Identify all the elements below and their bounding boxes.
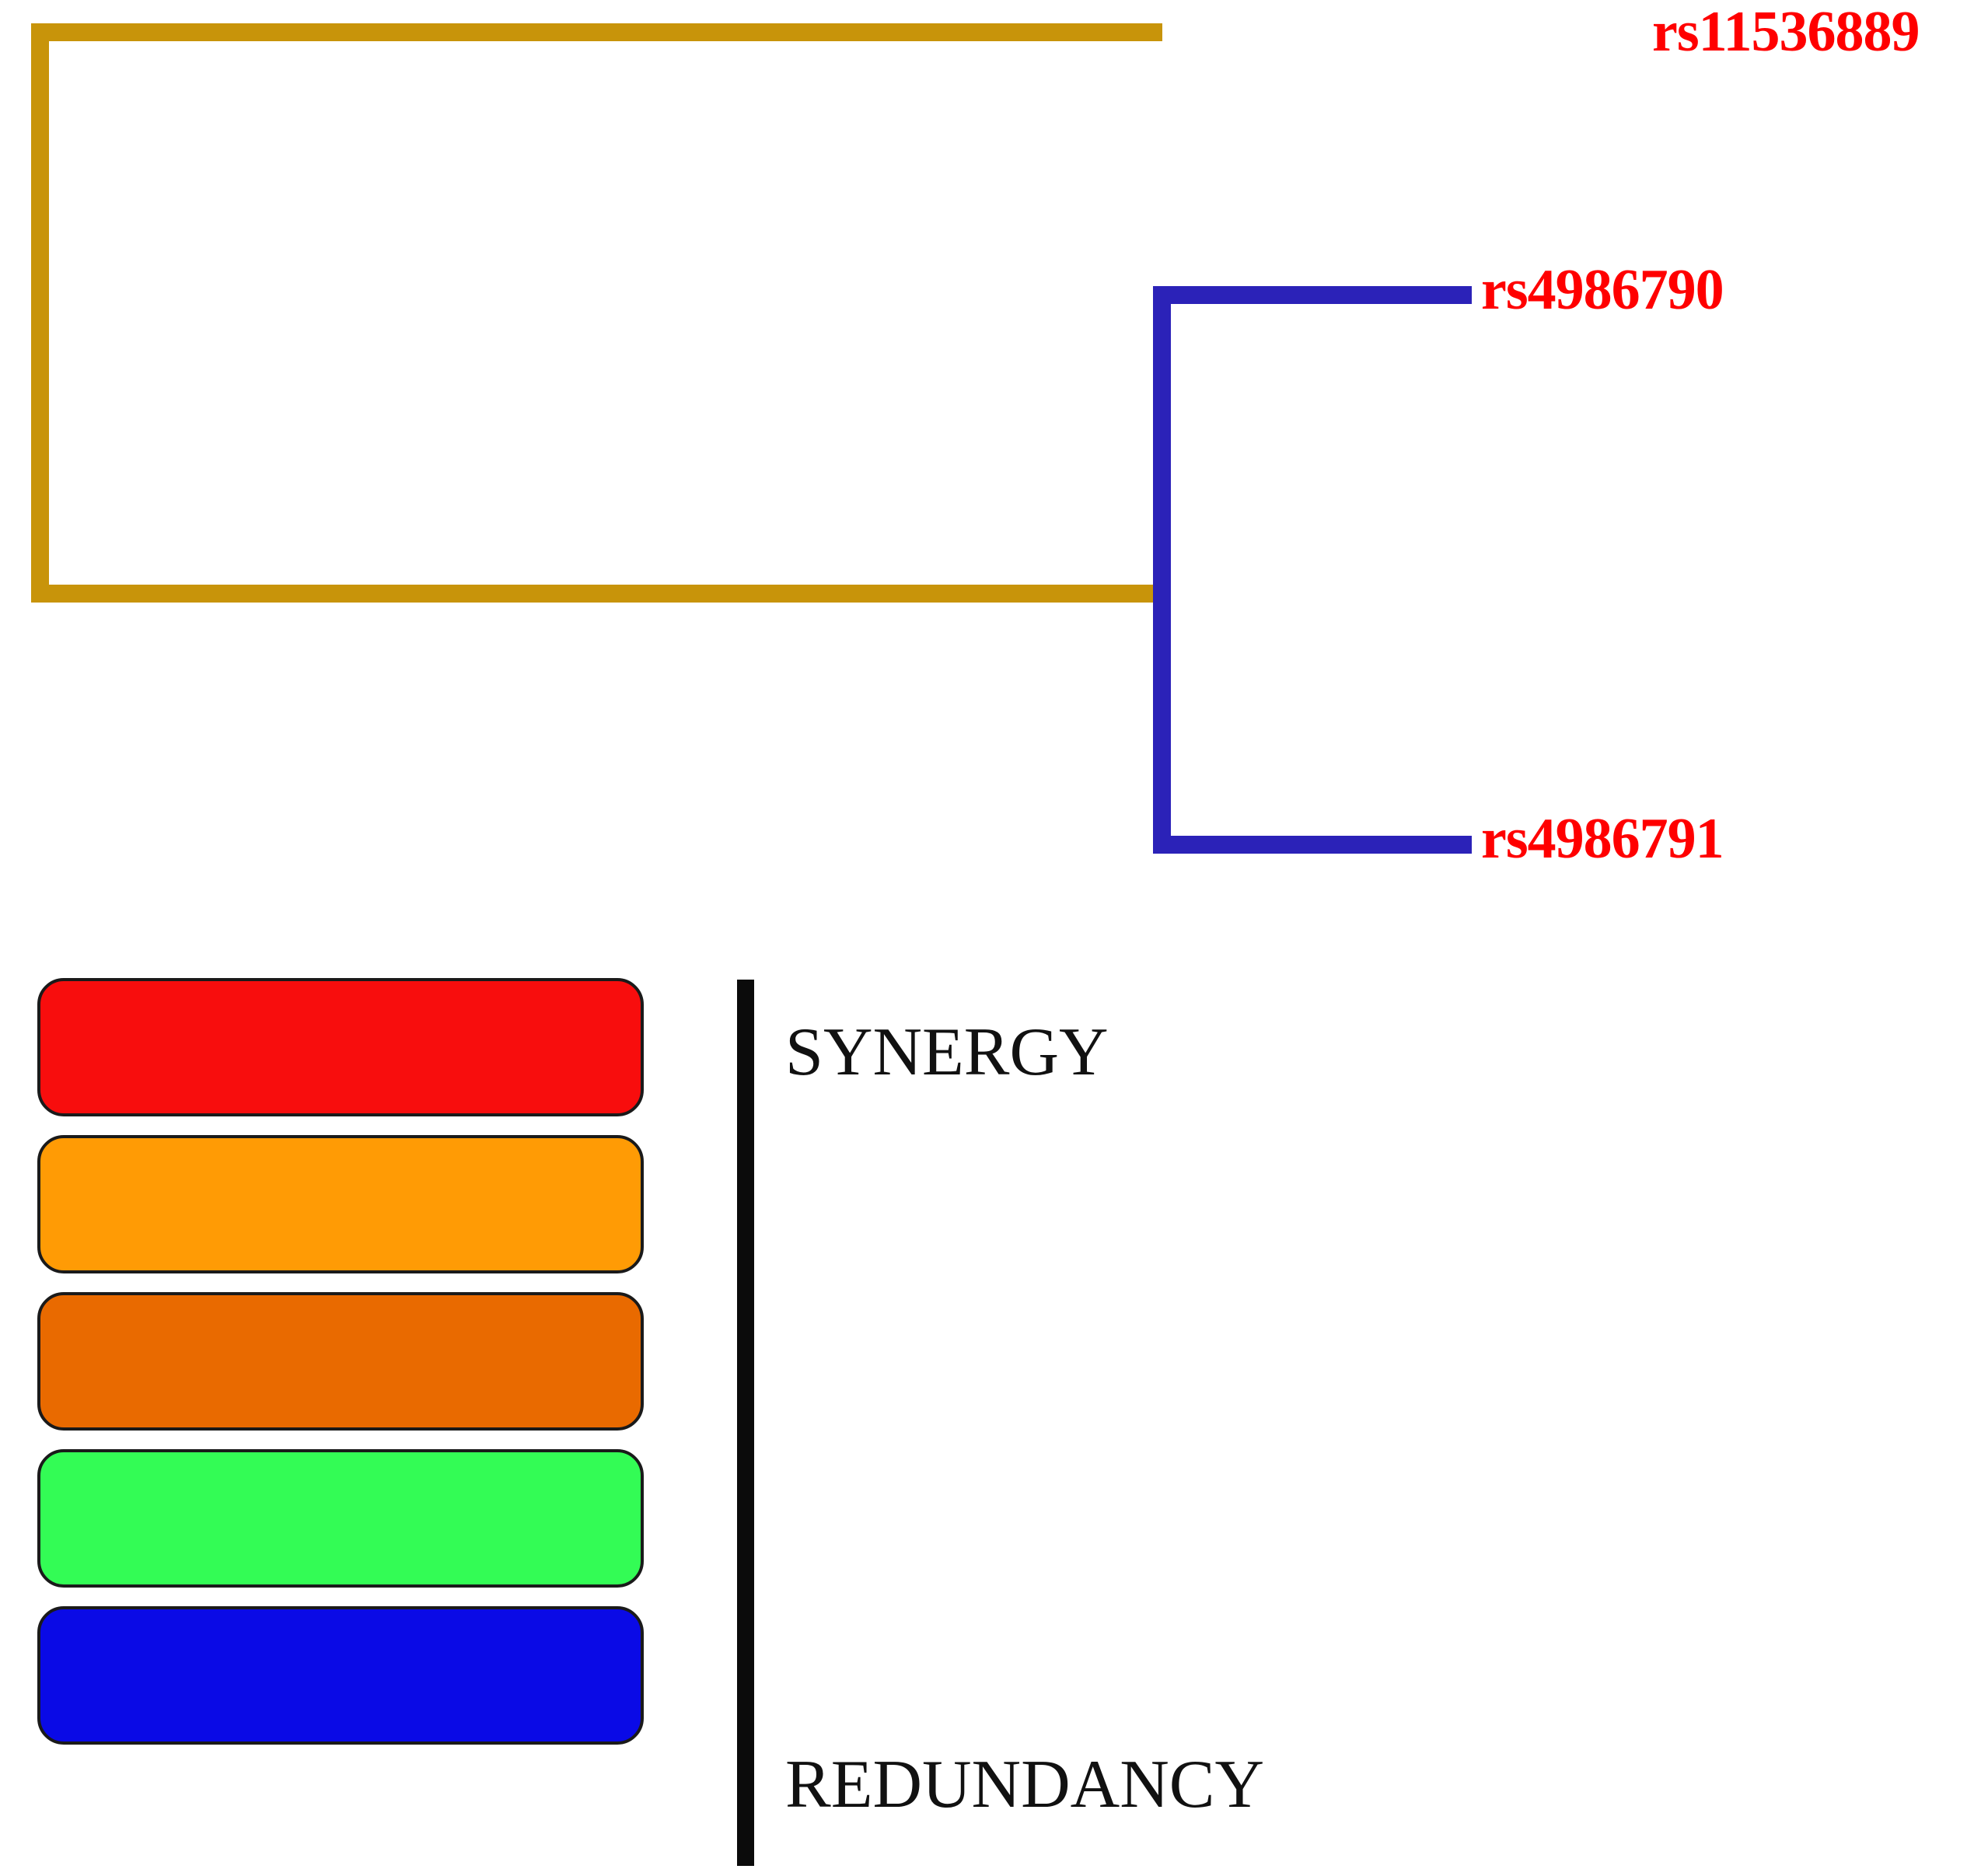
legend-caption-redundancy: REDUNDANCY <box>785 1747 1264 1822</box>
legend-swatch-column <box>37 978 652 1745</box>
legend-swatch-red <box>37 978 644 1116</box>
legend-swatch-green <box>37 1449 644 1588</box>
dendrogram-branch-outer-vertical <box>31 23 49 603</box>
dendrogram-leaf-label-bottom: rs4986791 <box>1481 807 1724 871</box>
legend-axis-bar <box>737 980 754 1866</box>
color-scale-legend: SYNERGY REDUNDANCY <box>0 964 1981 1876</box>
legend-swatch-darkorange <box>37 1292 644 1431</box>
legend-caption-synergy: SYNERGY <box>785 1015 1109 1090</box>
dendrogram-branch-inner-top <box>1153 286 1472 304</box>
dendrogram-branch-outer-bottom <box>31 585 1162 603</box>
legend-swatch-orange <box>37 1135 644 1273</box>
dendrogram-leaf-label-top: rs11536889 <box>1652 0 1920 64</box>
dendrogram-branch-inner-vertical <box>1153 286 1171 854</box>
dendrogram: rs11536889 rs4986790 rs4986791 <box>0 0 1981 917</box>
dendrogram-branch-inner-bottom <box>1153 836 1472 854</box>
dendrogram-leaf-label-middle: rs4986790 <box>1481 258 1724 322</box>
dendrogram-branch-outer-top <box>31 23 1162 41</box>
legend-swatch-blue <box>37 1606 644 1745</box>
